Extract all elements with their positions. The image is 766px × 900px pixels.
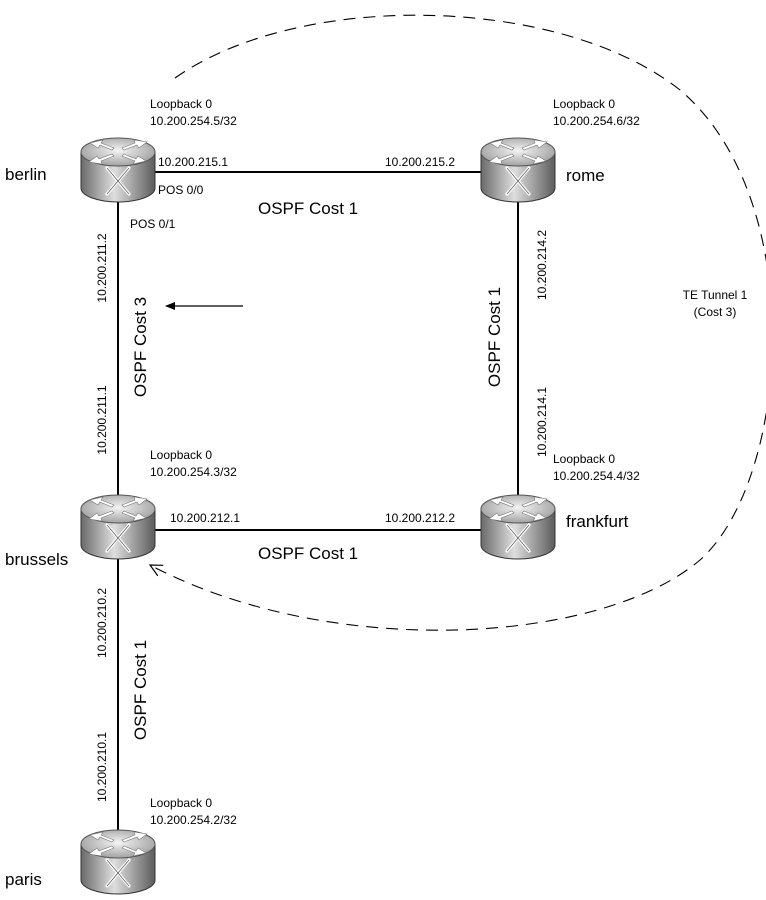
router-name-rome: rome bbox=[566, 166, 605, 185]
loopback-ip-paris: 10.200.254.2/32 bbox=[150, 813, 237, 827]
loopback-label-rome: Loopback 0 bbox=[553, 97, 615, 111]
loopback-label-paris: Loopback 0 bbox=[150, 796, 212, 810]
loopback-ip-frankfurt: 10.200.254.4/32 bbox=[553, 469, 640, 483]
cost-berlin-rome: OSPF Cost 1 bbox=[258, 199, 358, 218]
interface-berlin-pos00: POS 0/0 bbox=[158, 183, 204, 197]
ip-berlin-rome-a: 10.200.215.1 bbox=[158, 155, 228, 169]
loopback-label-frankfurt: Loopback 0 bbox=[553, 452, 615, 466]
loopback-ip-brussels: 10.200.254.3/32 bbox=[150, 465, 237, 479]
router-name-berlin: berlin bbox=[5, 165, 47, 184]
cost-berlin-brussels: OSPF Cost 3 bbox=[131, 297, 150, 397]
ip-berlin-brussels-a: 10.200.211.2 bbox=[95, 233, 109, 303]
router-berlin[interactable] bbox=[79, 136, 157, 204]
cost-brussels-paris: OSPF Cost 1 bbox=[131, 640, 150, 740]
router-rome[interactable] bbox=[479, 136, 557, 204]
router-icon bbox=[79, 493, 157, 561]
ip-brussels-frankfurt-b: 10.200.212.2 bbox=[385, 511, 455, 525]
interface-berlin-pos01: POS 0/1 bbox=[130, 217, 176, 231]
loopback-ip-rome: 10.200.254.6/32 bbox=[553, 114, 640, 128]
cost-brussels-frankfurt: OSPF Cost 1 bbox=[258, 544, 358, 563]
router-icon bbox=[479, 136, 557, 204]
router-icon bbox=[79, 136, 157, 204]
router-name-frankfurt: frankfurt bbox=[566, 512, 629, 531]
te-tunnel-path bbox=[150, 14, 766, 631]
ip-rome-frankfurt-a: 10.200.214.2 bbox=[535, 230, 549, 300]
router-icon bbox=[79, 828, 157, 896]
ip-berlin-rome-b: 10.200.215.2 bbox=[385, 155, 455, 169]
router-name-paris: paris bbox=[5, 870, 42, 889]
router-icon bbox=[479, 493, 557, 561]
router-name-brussels: brussels bbox=[5, 550, 68, 569]
loopback-label-berlin: Loopback 0 bbox=[150, 97, 212, 111]
cost-rome-frankfurt: OSPF Cost 1 bbox=[485, 287, 504, 387]
router-paris[interactable] bbox=[79, 828, 157, 896]
ip-brussels-paris-b: 10.200.210.1 bbox=[95, 732, 109, 802]
loopback-label-brussels: Loopback 0 bbox=[150, 448, 212, 462]
te-tunnel-name: TE Tunnel 1 bbox=[683, 288, 748, 302]
router-brussels[interactable] bbox=[79, 493, 157, 561]
ip-brussels-paris-a: 10.200.210.2 bbox=[95, 588, 109, 658]
ip-berlin-brussels-b: 10.200.211.1 bbox=[95, 385, 109, 455]
te-tunnel-cost: (Cost 3) bbox=[694, 305, 737, 319]
ip-rome-frankfurt-b: 10.200.214.1 bbox=[535, 387, 549, 457]
ip-brussels-frankfurt-a: 10.200.212.1 bbox=[170, 511, 240, 525]
router-frankfurt[interactable] bbox=[479, 493, 557, 561]
loopback-ip-berlin: 10.200.254.5/32 bbox=[150, 114, 237, 128]
